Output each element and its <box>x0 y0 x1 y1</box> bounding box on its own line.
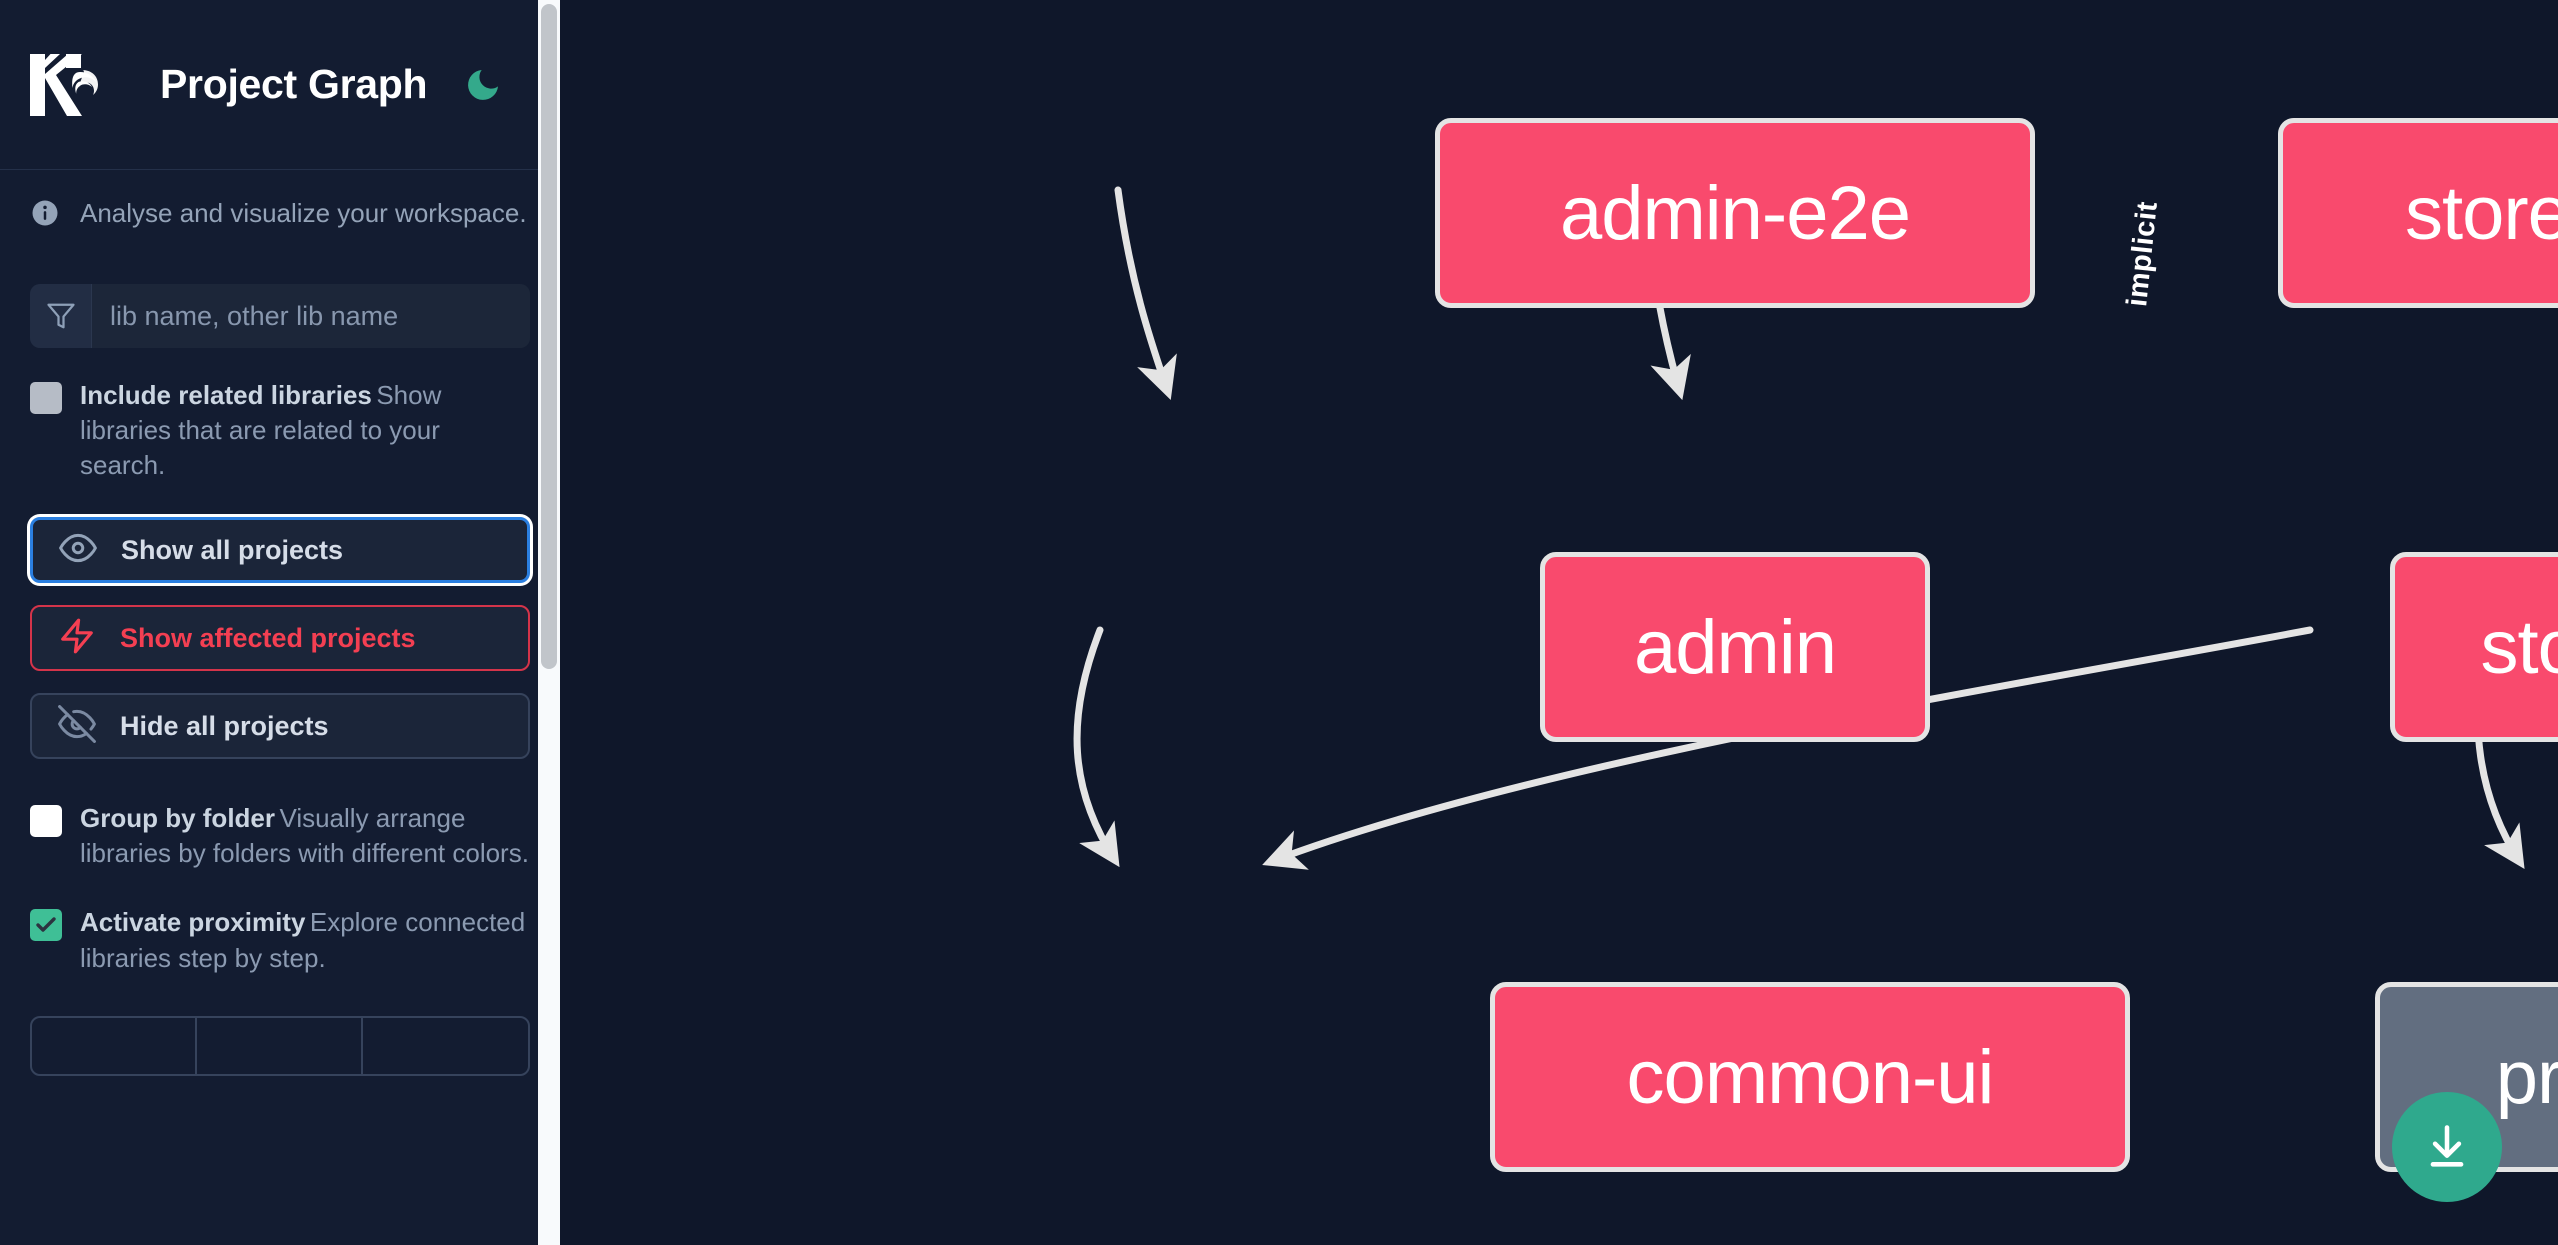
graph-node-store-e2e[interactable]: store-e2e <box>2278 118 2558 308</box>
sidebar-scrollbar-thumb[interactable] <box>541 4 557 669</box>
option-activate-proximity[interactable]: Activate proximity Explore connected lib… <box>30 905 530 975</box>
option-title: Include related libraries <box>80 380 372 410</box>
show-all-projects-button[interactable]: Show all projects <box>30 517 530 584</box>
option-description: Explore connected libraries step by step… <box>80 907 526 973</box>
sidebar-header: Project Graph <box>0 0 560 170</box>
lightning-icon <box>58 617 96 660</box>
graph-canvas[interactable]: implicit implicit admin-e2e store-e2e ad… <box>560 0 2558 1245</box>
show-affected-projects-label: Show affected projects <box>120 622 416 653</box>
eye-off-icon <box>58 704 96 748</box>
edge-admin-common-ui <box>1073 626 1120 868</box>
eye-icon <box>59 529 97 572</box>
download-button[interactable] <box>2392 1092 2502 1202</box>
info-icon <box>30 198 60 228</box>
include-related-libraries-checkbox[interactable] <box>30 382 62 414</box>
nx-logo-icon <box>30 53 126 116</box>
option-title: Activate proximity <box>80 907 306 938</box>
graph-node-admin[interactable]: admin <box>1540 552 1930 742</box>
proximity-step-option-2[interactable] <box>197 1017 363 1074</box>
option-description: Show libraries that are related to your … <box>80 380 442 481</box>
graph-node-common-ui[interactable]: common-ui <box>1490 982 2130 1172</box>
sidebar-scrollbar[interactable] <box>538 0 560 1245</box>
show-affected-projects-button[interactable]: Show affected projects <box>30 605 530 672</box>
option-group-by-folder[interactable]: Group by folder Visually arrange librari… <box>30 801 530 871</box>
sidebar: Project Graph Analyse and visualize your… <box>0 0 560 1245</box>
proximity-step-option-1[interactable] <box>32 1017 198 1074</box>
moon-icon[interactable] <box>461 63 505 107</box>
app-title: Project Graph <box>160 61 428 107</box>
edge-admin-e2e-admin <box>1114 186 1177 400</box>
sidebar-body: Analyse and visualize your workspace. In… <box>0 170 560 1076</box>
tagline-text: Analyse and visualize your workspace. <box>80 197 527 228</box>
filter-icon <box>30 284 92 348</box>
proximity-step-option-3[interactable] <box>363 1018 528 1074</box>
group-by-folder-checkbox[interactable] <box>30 805 62 838</box>
graph-node-store[interactable]: store <box>2390 552 2558 742</box>
tagline-row: Analyse and visualize your workspace. <box>30 170 530 256</box>
hide-all-projects-button[interactable]: Hide all projects <box>30 693 530 760</box>
option-description: Visually arrange libraries by folders wi… <box>80 803 529 869</box>
activate-proximity-checkbox[interactable] <box>30 909 62 942</box>
proximity-step-button-group[interactable] <box>30 1015 530 1076</box>
hide-all-projects-label: Hide all projects <box>120 710 329 741</box>
search-bar[interactable] <box>30 284 530 348</box>
option-title: Group by folder <box>80 803 275 834</box>
option-include-related-libraries[interactable]: Include related libraries Show libraries… <box>30 378 530 483</box>
graph-node-admin-e2e[interactable]: admin-e2e <box>1435 118 2035 308</box>
search-input[interactable] <box>92 284 530 348</box>
show-all-projects-label: Show all projects <box>121 534 344 565</box>
